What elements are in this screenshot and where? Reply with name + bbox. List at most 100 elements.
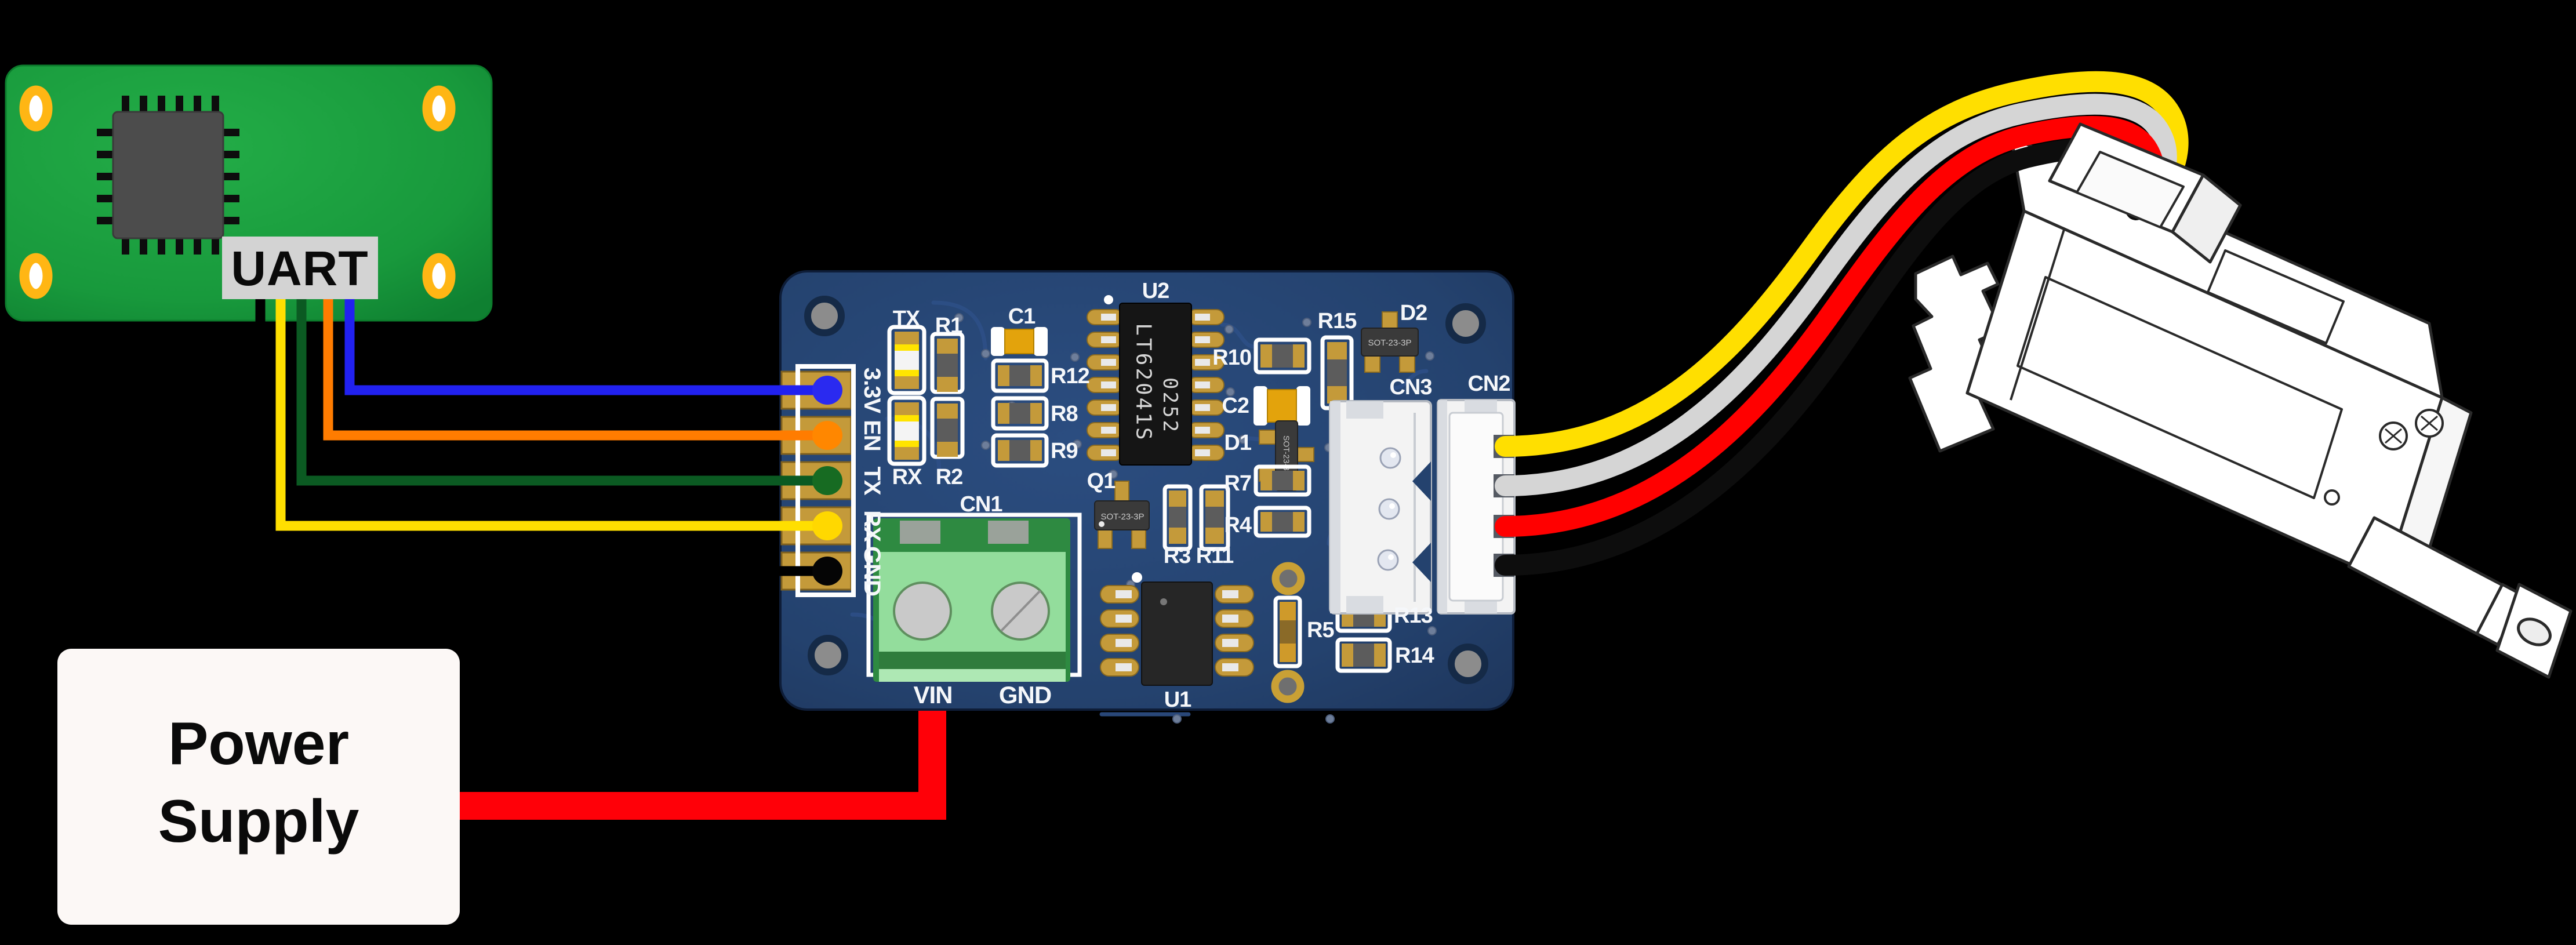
resistor-r1 [930, 332, 965, 394]
silkscreen-CN1: CN1 [960, 492, 1002, 517]
d2-marking: SOT-23-3P [1368, 338, 1411, 348]
header-label-EN: EN [859, 420, 885, 451]
uart-connector: UART [222, 237, 378, 299]
header-dot-TX [812, 466, 842, 495]
actuator-screw [2379, 421, 2408, 450]
servo-wire-white [1495, 93, 2177, 496]
silkscreen-GND: GND [999, 681, 1051, 708]
cn1-terminal [866, 513, 1082, 682]
silkscreen-R5: R5 [1307, 618, 1334, 642]
uart-wire-GND [255, 293, 824, 576]
cn3-connector [1329, 400, 1432, 615]
header-label-TX: TX [859, 466, 885, 495]
u2-marking-primary: LT62041S [1132, 323, 1156, 442]
cn3-pin [1379, 447, 1401, 469]
silkscreen-R15: R15 [1318, 309, 1357, 333]
resistor-r7 [1254, 464, 1311, 497]
diode-d2: SOT-23-3P [1361, 311, 1419, 373]
power-supply-label-line2: Supply [158, 788, 359, 855]
via-gold-bottom [1271, 670, 1305, 703]
silkscreen-D1: D1 [1224, 431, 1251, 455]
actuator-top-panel [2207, 249, 2345, 344]
silkscreen-R3: R3 [1164, 544, 1191, 568]
silkscreen-R7: R7 [1224, 471, 1251, 496]
actuator-drawing [1908, 136, 2573, 679]
capacitor-c2 [1254, 386, 1310, 426]
board-mounting-holes [804, 296, 1488, 684]
resistor-r4 [1254, 506, 1311, 538]
silkscreen-R1: R1 [935, 314, 962, 338]
capacitor-c1 [991, 327, 1048, 356]
ic-u1 [1100, 572, 1254, 686]
silkscreen-CN3: CN3 [1389, 375, 1431, 399]
servo-wire-red [1495, 115, 2165, 537]
actuator-rod-end-hole [2517, 617, 2552, 646]
actuator-seam [2010, 229, 2065, 401]
silkscreen-Q1: Q1 [1087, 469, 1116, 493]
resistor-r5 [1273, 595, 1302, 668]
header-dot-RX [812, 511, 842, 540]
silkscreen-R8: R8 [1051, 402, 1078, 426]
uart-wire-RX [275, 293, 824, 531]
power-supply-body [57, 649, 460, 925]
ic-u2: LT62041S 0252 [1087, 295, 1225, 466]
uart-connector-body [222, 237, 378, 299]
uart-wire-TX [296, 293, 824, 486]
uart-wire-3.3V [344, 293, 824, 395]
actuator-front-panel [2017, 276, 2343, 499]
resistor-r10 [1254, 337, 1311, 375]
actuator-screw [2415, 409, 2444, 438]
silkscreen-R11: R11 [1196, 544, 1234, 568]
silkscreen-VIN: VIN [913, 681, 952, 708]
servo-wire-yellow [1495, 71, 2189, 457]
header-dot-GND [812, 557, 842, 586]
silkscreen-CN2: CN2 [1467, 372, 1510, 396]
silkscreen-R9: R9 [1051, 439, 1078, 463]
header-dots [812, 376, 842, 586]
mcu-board [5, 64, 493, 322]
led-tx [887, 325, 927, 395]
transistor-q1: SOT-23-3P [1094, 481, 1150, 549]
cn3-pin [1378, 498, 1400, 520]
cn2-connector [1437, 399, 1516, 615]
silkscreen-R10: R10 [1212, 346, 1251, 370]
silkscreen-R12: R12 [1051, 364, 1089, 388]
mcu-mounting-holes [19, 85, 456, 299]
silkscreen-U1: U1 [1164, 688, 1191, 712]
uart-wire-EN [323, 293, 824, 441]
power-supply-box: Power Supply [57, 649, 460, 925]
uart-connector-label: UART [231, 241, 368, 296]
silkscreen-D2: D2 [1400, 301, 1427, 325]
silkscreen-R14: R14 [1395, 644, 1434, 668]
silkscreen-C2: C2 [1222, 394, 1249, 418]
silkscreen-RX: RX [892, 465, 922, 489]
led-rx [887, 395, 927, 466]
mcu-chip [97, 96, 239, 255]
actuator-pilot-hole [2324, 489, 2340, 506]
silkscreen-TX: TX [893, 307, 921, 331]
actuator-connector-block [2048, 122, 2242, 264]
header-label-RX: RX [859, 510, 885, 542]
resistor-r3 [1162, 484, 1193, 551]
u2-marking-secondary: 0252 [1158, 377, 1182, 434]
header-label-GND: GND [859, 546, 885, 596]
cn3-pin [1377, 549, 1399, 571]
silkscreen-R2: R2 [936, 465, 963, 489]
resistor-r11 [1199, 484, 1230, 551]
silkscreen-U2: U2 [1142, 279, 1169, 303]
power-wire [458, 710, 946, 820]
silkscreen-C1: C1 [1008, 304, 1036, 329]
cn1-screw-vin [893, 581, 952, 641]
resistor-r12 [991, 358, 1049, 393]
silkscreen-R13: R13 [1394, 604, 1433, 628]
header-dot-EN [812, 421, 842, 450]
silkscreen-R4: R4 [1224, 513, 1251, 537]
resistor-r2 [930, 397, 965, 459]
uart-wires [255, 293, 824, 576]
u1-pin1-dot [1132, 572, 1142, 583]
d1-marking: SOT-23-3P [1282, 435, 1291, 476]
driver-board: LT62041S 0252 SOT-23-3P SOT- [779, 270, 1516, 724]
